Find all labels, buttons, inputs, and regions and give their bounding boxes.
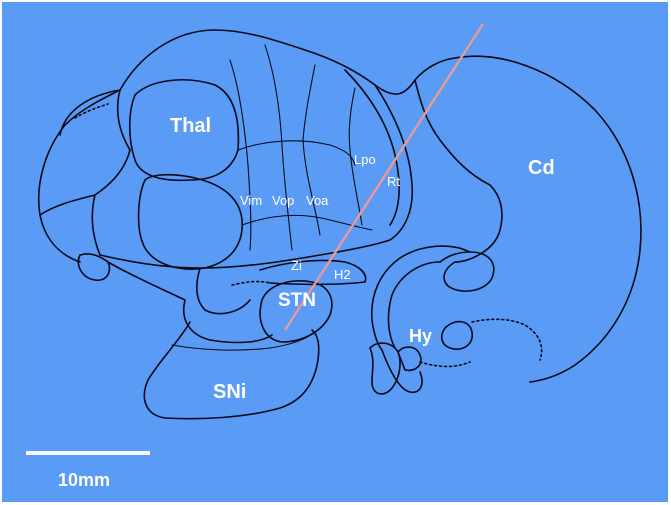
label-thal: Thal [170, 115, 211, 137]
hypothalamus-dotted-edge [419, 318, 543, 368]
reticular-nucleus-outer [374, 84, 414, 241]
zona-incerta-outline [259, 259, 367, 286]
caudate-inner-hook [439, 251, 495, 292]
internal-capsule-left [195, 267, 251, 315]
label-lpo: Lpo [354, 152, 376, 167]
thal-division-4 [348, 87, 363, 226]
hypothalamus-arc [370, 245, 471, 351]
brainstem-left-edge [107, 261, 186, 301]
reticular-nucleus-inner [344, 69, 400, 226]
electrode-trajectory-line [283, 23, 485, 331]
sni-inner-band [171, 331, 316, 351]
sni-outline [143, 321, 320, 420]
thal-division-1 [229, 59, 252, 251]
label-cd: Cd [528, 157, 555, 179]
thalamus-dashed-edge [74, 103, 109, 119]
thal-nucleus-lower [137, 173, 243, 270]
label-voa: Voa [306, 193, 329, 208]
label-h2: H2 [334, 267, 351, 282]
thal-bottom-blob [77, 253, 111, 281]
thal-lower-lamina [241, 214, 373, 231]
zona-incerta-dotted-edge [231, 280, 271, 286]
peduncle-band [183, 299, 273, 344]
thal-nucleus-upper [129, 79, 240, 182]
scale-bar-label: 10mm [58, 470, 110, 490]
thal-left-compartment [39, 89, 131, 256]
hypothalamus-mammillary [440, 320, 473, 350]
stn-outline [259, 280, 333, 343]
hypothalamus-inner-arc [387, 261, 441, 349]
thal-horizontal-lamina [237, 140, 356, 166]
label-hy: Hy [409, 326, 432, 346]
hypothalamus-nucleus [397, 346, 422, 372]
hypothalamus-lower [369, 342, 401, 395]
caudate-outline [454, 55, 642, 383]
label-zi: Zi [291, 258, 302, 273]
thal-bottom-border [99, 239, 391, 269]
label-vim: Vim [240, 193, 262, 208]
thal-division-3 [302, 64, 321, 236]
hypothalamus-stalk [381, 349, 423, 394]
label-rt: Rt [387, 174, 400, 189]
label-stn: STN [278, 290, 316, 311]
thalamus-left-lobe [37, 89, 121, 263]
label-vop: Vop [272, 193, 294, 208]
thal-division-2 [264, 44, 293, 251]
label-sni: SNi [213, 381, 246, 403]
